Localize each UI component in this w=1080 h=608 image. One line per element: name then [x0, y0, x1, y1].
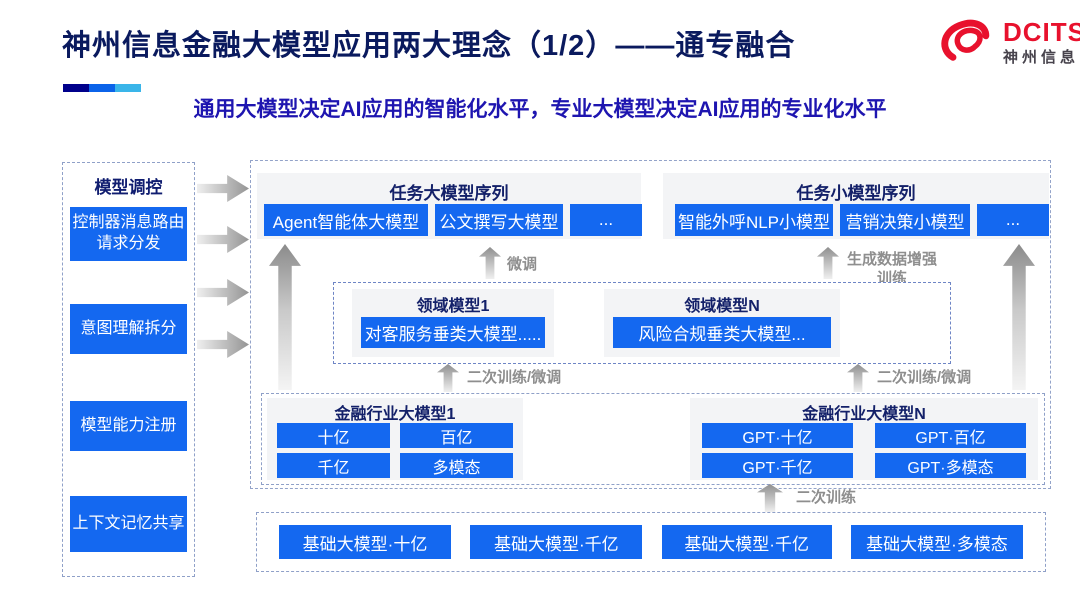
flow-arrow-right-icon [197, 226, 249, 253]
model-chip: 营销决策小模型 [840, 204, 970, 236]
model-chip: 智能外呼NLP小模型 [675, 204, 833, 236]
group-title: 领域模型N [684, 298, 760, 315]
subtitle: 通用大模型决定AI应用的智能化水平，专业大模型决定AI应用的专业化水平 [193, 98, 887, 121]
model-chip: Agent智能体大模型 [264, 204, 428, 236]
tall-up-arrow-icon [269, 244, 301, 390]
up-arrow-icon [847, 364, 869, 392]
model-chip: 十亿 [277, 423, 390, 448]
industry-group-n: 金融行业大模型N GPT·十亿 GPT·百亿 GPT·千亿 GPT·多模态 [690, 398, 1038, 480]
base-model-chip: 基础大模型·千亿 [661, 525, 832, 559]
industry-group-1: 金融行业大模型1 十亿 百亿 千亿 多模态 [267, 398, 523, 480]
brand-name: DCITS [1003, 17, 1080, 48]
group-title: 任务大模型序列 [389, 184, 509, 203]
model-chip: 千亿 [277, 453, 390, 478]
dcits-swirl-icon [933, 16, 995, 69]
model-chip: 对客服务垂类大模型..... [361, 317, 545, 348]
group-title: 领域模型1 [416, 298, 490, 315]
sidebar-item-intent: 意图理解拆分 [70, 304, 187, 354]
task-large-model-group: 任务大模型序列 Agent智能体大模型 公文撰写大模型 ... [257, 173, 642, 239]
ellipsis-chip: ... [977, 204, 1049, 236]
ellipsis-chip: ... [570, 204, 642, 236]
label-second-training-finetune: 二次训练/微调 [877, 369, 972, 386]
domain-group-n: 领域模型N 风险合规垂类大模型... [604, 289, 840, 357]
group-title: 金融行业大模型N [802, 406, 926, 423]
label-second-training-finetune: 二次训练/微调 [467, 369, 562, 386]
sidebar-item-context: 上下文记忆共享 [70, 496, 187, 552]
model-chip: GPT·十亿 [702, 423, 853, 448]
flow-arrow-right-icon [197, 331, 249, 358]
model-chip: GPT·千亿 [702, 453, 853, 478]
model-control-panel: 模型调控 控制器消息路由请求分发 意图理解拆分 模型能力注册 上下文记忆共享 [62, 162, 195, 577]
group-title: 金融行业大模型1 [334, 406, 456, 423]
brand-name-cn: 神州信息 [1003, 48, 1080, 66]
label-second-training: 二次训练 [796, 489, 857, 506]
model-chip: 百亿 [400, 423, 513, 448]
up-arrow-icon [437, 364, 459, 392]
flow-arrow-right-icon [197, 175, 249, 202]
group-title: 任务小模型序列 [796, 184, 916, 203]
model-chip: 公文撰写大模型 [435, 204, 563, 236]
panel-title: 模型调控 [94, 178, 163, 197]
label-fine-tune: 微调 [507, 256, 538, 273]
model-chip: 风险合规垂类大模型... [613, 317, 831, 348]
domain-group-1: 领域模型1 对客服务垂类大模型..... [352, 289, 554, 357]
base-models-box: 基础大模型·十亿 基础大模型·千亿 基础大模型·千亿 基础大模型·多模态 [256, 512, 1046, 572]
domain-models-box: 领域模型1 对客服务垂类大模型..... 领域模型N 风险合规垂类大模型... [333, 282, 951, 364]
up-arrow-icon [817, 247, 839, 279]
model-chip: 多模态 [400, 453, 513, 478]
up-arrow-icon [479, 247, 501, 279]
model-chip: GPT·多模态 [875, 453, 1026, 478]
sidebar-item-register: 模型能力注册 [70, 401, 187, 451]
accent-bar [63, 84, 141, 92]
main-diagram: 任务大模型序列 Agent智能体大模型 公文撰写大模型 ... 任务小模型序列 … [250, 160, 1051, 489]
base-model-chip: 基础大模型·十亿 [279, 525, 451, 559]
base-model-chip: 基础大模型·多模态 [850, 525, 1023, 559]
sidebar-item-router: 控制器消息路由请求分发 [70, 207, 187, 261]
dcits-logo: DCITS 神州信息 [933, 16, 1080, 69]
page-title: 神州信息金融大模型应用两大理念（1/2）——通专融合 [62, 30, 796, 62]
task-small-model-group: 任务小模型序列 智能外呼NLP小模型 营销决策小模型 ... [663, 173, 1049, 239]
tall-up-arrow-icon [1003, 244, 1035, 390]
model-chip: GPT·百亿 [875, 423, 1026, 448]
industry-models-box: 金融行业大模型1 十亿 百亿 千亿 多模态 金融行业大模型N GPT·十亿 GP… [261, 393, 1045, 485]
base-model-chip: 基础大模型·千亿 [470, 525, 643, 559]
flow-arrow-right-icon [197, 279, 249, 306]
